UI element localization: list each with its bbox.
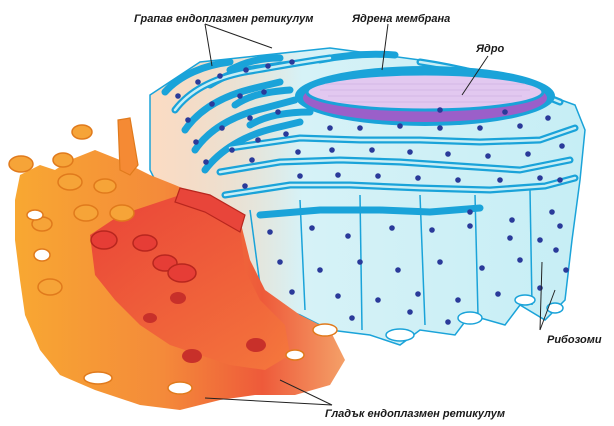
ribosomes (175, 59, 569, 325)
ribosome-dot (479, 265, 485, 271)
ribosome-dot (193, 139, 199, 145)
smooth-er (8, 117, 345, 410)
ribosome-dot (327, 125, 333, 131)
ribosome-dot (429, 227, 435, 233)
ribosome-dot (517, 123, 523, 129)
ribosome-dot (389, 225, 395, 231)
ribosome-dot (437, 125, 443, 131)
ribosome-dot (242, 183, 248, 189)
ribosome-dot (283, 131, 289, 137)
ribosome-dot (415, 175, 421, 181)
label-ribosomes: Рибозоми (547, 334, 602, 346)
ribosome-dot (407, 149, 413, 155)
smooth-er-holes (26, 209, 338, 395)
ribosome-dot (309, 225, 315, 231)
ribosome-dot (509, 217, 515, 223)
ribosome-dot (563, 267, 569, 273)
ribosome-dot (467, 223, 473, 229)
ribosome-dot (249, 157, 255, 163)
ribosome-dot (517, 257, 523, 263)
ribosome-dot (317, 267, 323, 273)
ribosome-dot (209, 101, 215, 107)
ribosome-dot (255, 137, 261, 143)
ribosome-dot (397, 123, 403, 129)
ribosome-dot (175, 93, 181, 99)
ribosome-dot (467, 209, 473, 215)
ribosome-dot (297, 173, 303, 179)
ribosome-dot (437, 107, 443, 113)
ribosome-dot (295, 149, 301, 155)
ribosome-dot (237, 93, 243, 99)
ribosome-dot (369, 147, 375, 153)
tall-tubule (117, 117, 139, 176)
nucleus-group (295, 66, 555, 126)
ribosome-dot (395, 267, 401, 273)
ribosome-dot (537, 285, 543, 291)
ribosome-dot (537, 175, 543, 181)
ribosome-dot (507, 235, 513, 241)
ribosome-dot (455, 177, 461, 183)
ribosome-dot (217, 73, 223, 79)
ribosome-dot (545, 115, 551, 121)
cut-face (174, 187, 246, 233)
leader-lines (204, 23, 556, 406)
ribosome-dot (345, 233, 351, 239)
er-holes-blue (385, 294, 564, 342)
ribosome-dot (445, 151, 451, 157)
ribosome-dot (437, 259, 443, 265)
tubule-openings-red (90, 230, 197, 283)
label-smooth-er: Гладък ендоплазмен ретикулум (325, 408, 505, 420)
ribosome-dot (559, 143, 565, 149)
ribosome-dot (267, 229, 273, 235)
ribosome-dot (525, 151, 531, 157)
ribosome-dot (275, 109, 281, 115)
ribosome-dot (502, 109, 508, 115)
ribosome-dot (553, 247, 559, 253)
label-nuclear-membrane: Ядрена мембрана (351, 13, 450, 25)
ribosome-dot (497, 177, 503, 183)
ribosome-dot (375, 297, 381, 303)
ribosome-dot (219, 125, 225, 131)
nucleus (305, 72, 545, 112)
ribosome-dot (485, 153, 491, 159)
ribosome-dot (455, 297, 461, 303)
ribosome-dot (357, 259, 363, 265)
ribosome-dot (557, 177, 563, 183)
ribosome-dot (537, 237, 543, 243)
tubule-openings (8, 124, 135, 296)
label-nucleus: Ядро (475, 43, 505, 55)
ribosome-dot (329, 147, 335, 153)
ribosome-dot (261, 89, 267, 95)
ribosome-dot (415, 291, 421, 297)
ribosome-dot (265, 63, 271, 69)
ribosome-dot (335, 172, 341, 178)
ribosome-dot (203, 159, 209, 165)
ribosome-dot (495, 291, 501, 297)
ribosome-dot (243, 67, 249, 73)
ribosome-dot (557, 223, 563, 229)
ribosome-dot (335, 293, 341, 299)
ribosome-dot (195, 79, 201, 85)
smooth-er-dark-holes (143, 292, 266, 363)
nucleus-hatching (320, 83, 530, 103)
ribosome-dot (277, 259, 283, 265)
label-rough-er: Грапав ендоплазмен ретикулум (134, 13, 313, 25)
ribosome-dot (357, 125, 363, 131)
ribosome-dot (407, 309, 413, 315)
ribosome-dot (247, 115, 253, 121)
ribosome-dot (349, 315, 355, 321)
ribosome-dot (445, 319, 451, 325)
ribosome-dot (229, 147, 235, 153)
ribosome-dot (477, 125, 483, 131)
ribosome-dot (549, 209, 555, 215)
ribosome-dot (185, 117, 191, 123)
ribosome-dot (289, 59, 295, 65)
ribosome-dot (289, 289, 295, 295)
ribosome-dot (375, 173, 381, 179)
